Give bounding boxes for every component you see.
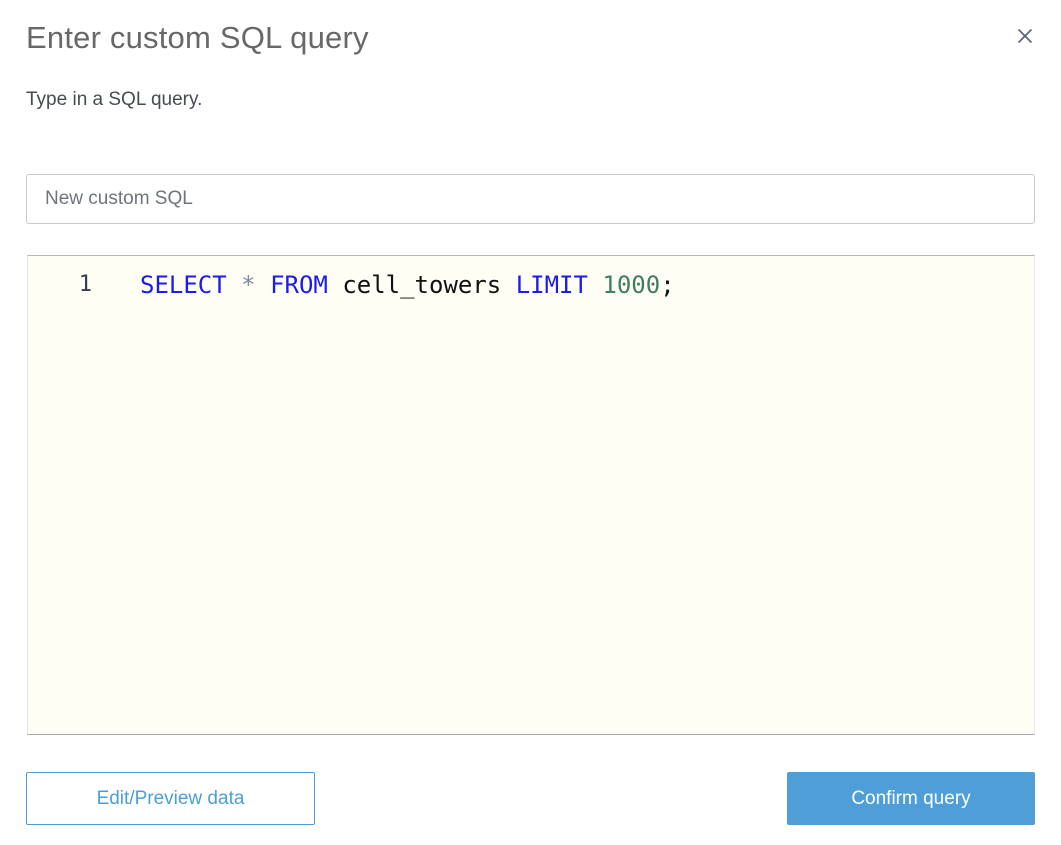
modal-header: Enter custom SQL query: [26, 18, 1035, 58]
sql-code-line: SELECT * FROM cell_towers LIMIT 1000;: [92, 268, 675, 302]
modal-footer: Edit/Preview data Confirm query: [26, 772, 1035, 825]
sql-table-name: cell_towers: [342, 271, 516, 299]
sql-semicolon: ;: [660, 271, 675, 299]
sql-operator-star: *: [241, 271, 271, 299]
sql-keyword-from: FROM: [270, 271, 343, 299]
modal-subtitle: Type in a SQL query.: [26, 89, 203, 110]
edit-preview-data-button[interactable]: Edit/Preview data: [26, 772, 315, 825]
page-title: Enter custom SQL query: [26, 20, 369, 55]
close-icon: [1015, 26, 1035, 46]
sql-code-editor[interactable]: 1 SELECT * FROM cell_towers LIMIT 1000;: [27, 255, 1035, 735]
query-name-input[interactable]: [26, 174, 1035, 224]
close-button[interactable]: [1011, 22, 1039, 50]
sql-keyword-select: SELECT: [140, 271, 242, 299]
confirm-query-button[interactable]: Confirm query: [787, 772, 1035, 825]
editor-line: 1 SELECT * FROM cell_towers LIMIT 1000;: [28, 268, 1034, 302]
sql-number-literal: 1000: [602, 271, 661, 299]
line-number: 1: [78, 272, 92, 297]
sql-keyword-limit: LIMIT: [515, 271, 603, 299]
